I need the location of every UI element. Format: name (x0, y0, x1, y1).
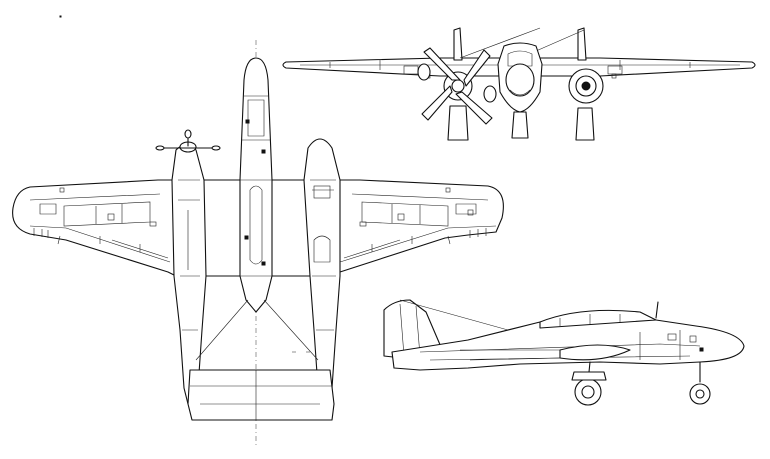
plan-view (12, 40, 504, 448)
plan-right-boom (303, 138, 341, 405)
side-view (383, 299, 745, 406)
plan-tailplane (187, 369, 335, 421)
front-view (282, 27, 756, 141)
plan-left-boom (171, 144, 207, 405)
